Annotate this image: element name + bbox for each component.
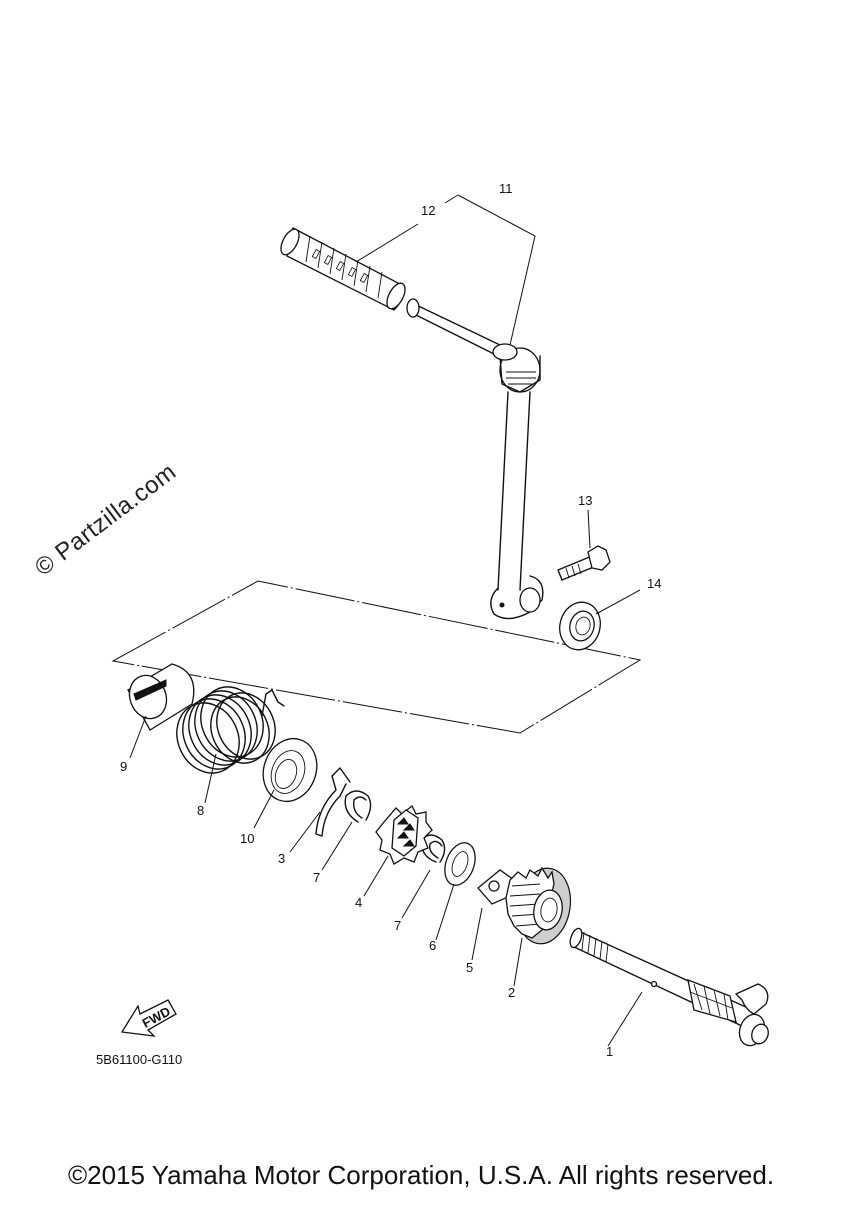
bolt bbox=[557, 545, 611, 581]
callout-12: 12 bbox=[421, 203, 435, 218]
clip bbox=[315, 767, 351, 837]
spring-cover bbox=[262, 737, 318, 803]
callout-4: 4 bbox=[355, 895, 362, 910]
ratchet bbox=[375, 804, 433, 865]
diagram-code: 5B61100-G110 bbox=[96, 1052, 183, 1067]
kick-axle bbox=[569, 927, 769, 1047]
callout-2: 2 bbox=[508, 985, 515, 1000]
torsion-spring bbox=[176, 686, 285, 774]
kick-crank-arm bbox=[406, 298, 544, 620]
fwd-label: FWD bbox=[140, 1004, 173, 1031]
circlip-upper bbox=[344, 790, 372, 823]
circlip-lower bbox=[421, 834, 446, 863]
callout-6: 6 bbox=[429, 938, 436, 953]
fwd-arrow-icon: FWD bbox=[120, 999, 177, 1037]
callout-3: 3 bbox=[278, 851, 285, 866]
callout-5: 5 bbox=[466, 960, 473, 975]
callout-7a: 7 bbox=[313, 870, 320, 885]
callout-numbers: 1 2 3 4 5 6 7 7 8 9 10 11 12 13 14 bbox=[120, 181, 661, 1059]
callout-1: 1 bbox=[606, 1044, 613, 1059]
washer bbox=[444, 842, 476, 886]
spring-guide bbox=[127, 663, 195, 731]
callout-10: 10 bbox=[240, 831, 254, 846]
callout-7b: 7 bbox=[394, 918, 401, 933]
callout-11: 11 bbox=[499, 181, 513, 196]
callout-9: 9 bbox=[120, 759, 127, 774]
kick-idle-gear bbox=[505, 866, 572, 945]
kick-grip bbox=[280, 227, 406, 311]
callout-14: 14 bbox=[647, 576, 661, 591]
assembly-outline bbox=[111, 580, 642, 734]
leader-lines bbox=[129, 194, 643, 1047]
oil-seal bbox=[559, 601, 601, 651]
copyright-notice: ©2015 Yamaha Motor Corporation, U.S.A. A… bbox=[67, 1160, 775, 1190]
callout-8: 8 bbox=[197, 803, 204, 818]
callout-13: 13 bbox=[578, 493, 592, 508]
